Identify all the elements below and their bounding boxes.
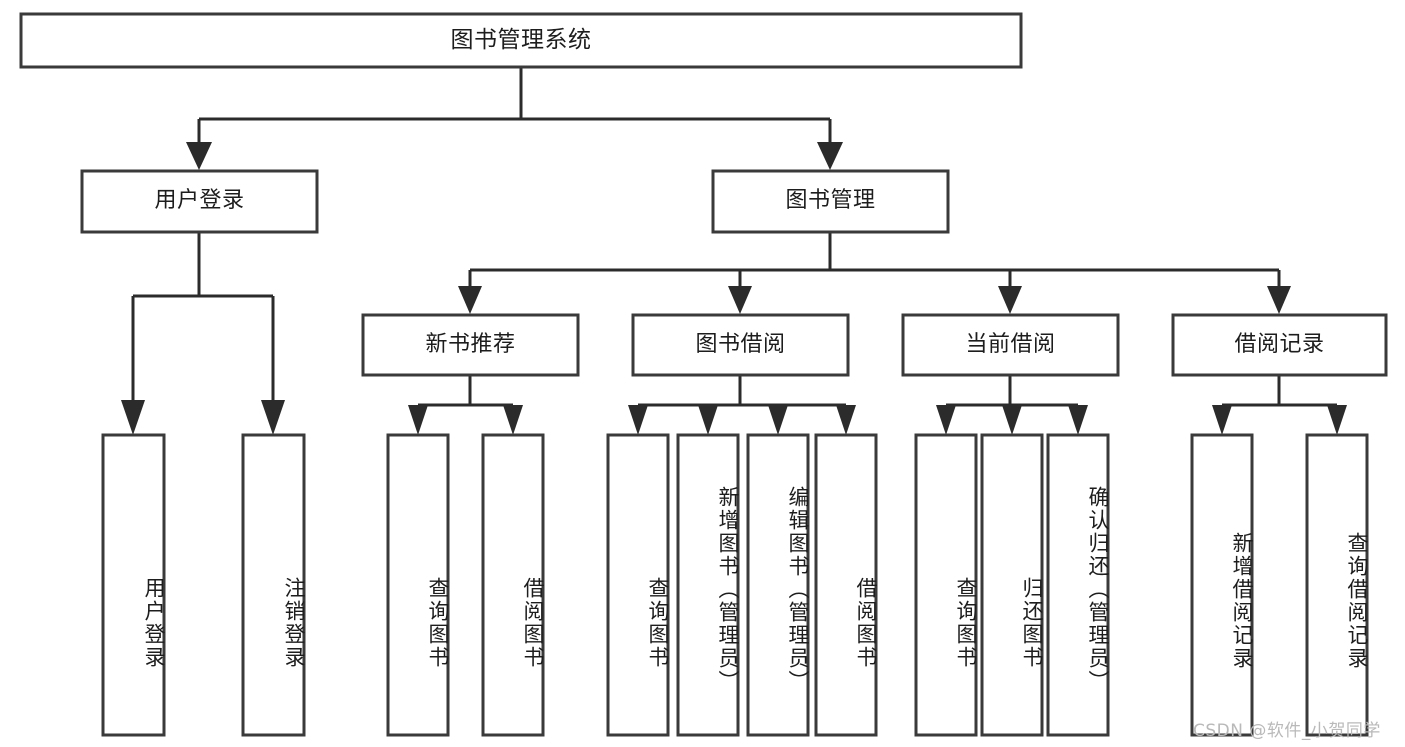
arrow-head-icon [1212,405,1232,435]
node-box-borrow-record[interactable] [1171,313,1388,377]
arrow-head-icon [1068,405,1088,435]
node-box-current-borrow[interactable] [901,313,1120,377]
node-box-leaf-query-book-2[interactable] [606,433,670,737]
connector-root-to-level2 [197,67,832,152]
node-box-new-book-rec[interactable] [361,313,580,377]
node-box-leaf-query-book-3[interactable] [914,433,978,737]
connector-bookmanage-to-level3 [468,232,1281,296]
arrow-head-icon [1327,405,1347,435]
arrow-head-icon [1002,405,1022,435]
arrow-head-icon [698,405,718,435]
arrow-head-icon [186,142,212,170]
node-box-leaf-add-record[interactable] [1190,433,1254,737]
arrow-head-icon [1267,286,1291,314]
arrow-head-icon [628,405,648,435]
arrow-head-icon [728,286,752,314]
node-box-leaf-return-book[interactable] [980,433,1044,737]
node-boxes-group [19,12,1388,737]
arrow-head-icon [836,405,856,435]
node-box-leaf-user-login[interactable] [101,433,166,737]
connector-newbookrec-to-leaves [416,375,515,424]
arrow-head-icon [998,286,1022,314]
node-box-leaf-add-book[interactable] [676,433,740,737]
arrow-head-icon [503,405,523,435]
arrowheads-group [121,142,1347,435]
arrow-head-icon [458,286,482,314]
node-box-root[interactable] [19,12,1023,69]
connector-userlogin-to-leaves [131,232,275,406]
node-box-leaf-query-record[interactable] [1305,433,1369,737]
arrow-head-icon [936,405,956,435]
node-box-user-login[interactable] [80,169,319,234]
connectors-group [131,67,1339,424]
arrow-head-icon [817,142,843,170]
arrow-head-icon [408,405,428,435]
arrow-head-icon [261,400,285,435]
arrow-head-icon [768,405,788,435]
connector-borrowrecord-to-leaves [1220,375,1339,424]
node-box-leaf-edit-book[interactable] [746,433,810,737]
node-box-book-borrow[interactable] [631,313,850,377]
arrow-head-icon [121,400,145,435]
node-box-leaf-borrow-book-1[interactable] [481,433,545,737]
node-box-book-manage[interactable] [711,169,950,234]
node-box-leaf-borrow-book-2[interactable] [814,433,878,737]
node-box-leaf-query-book-1[interactable] [386,433,450,737]
node-box-leaf-user-logout[interactable] [241,433,306,737]
node-box-leaf-confirm-return[interactable] [1046,433,1110,737]
connector-bookborrow-to-leaves [636,375,848,424]
